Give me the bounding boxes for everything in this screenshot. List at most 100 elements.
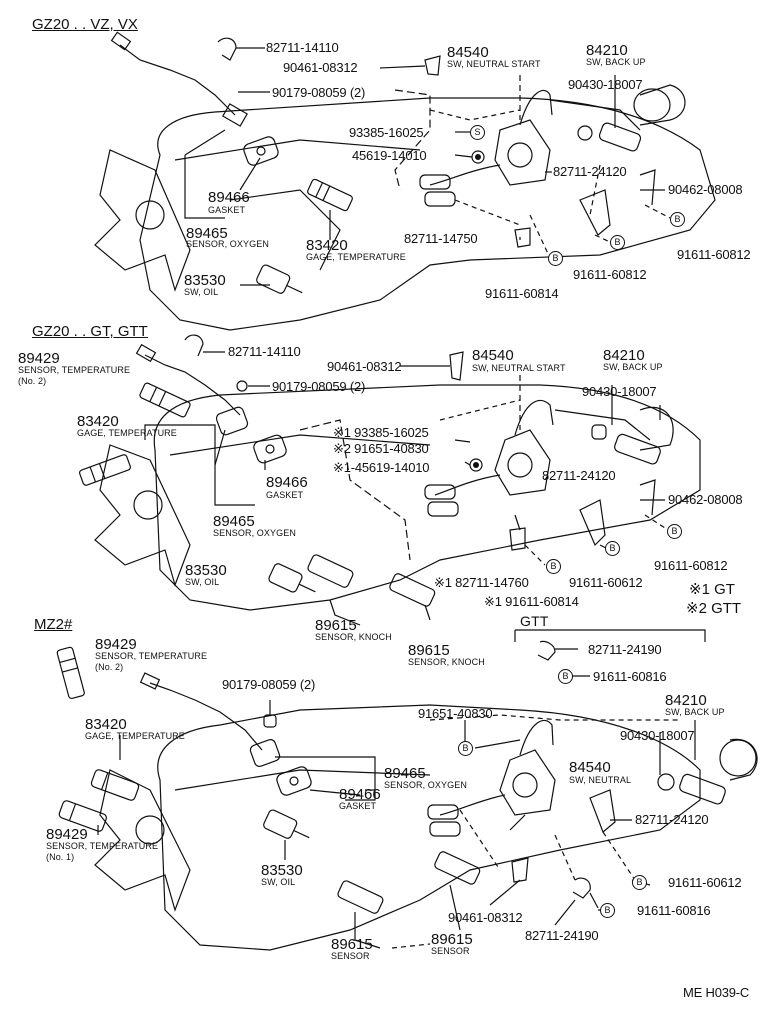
desc-83530: SW, OIL [185, 577, 220, 587]
part-90430-18007: 90430-18007 [582, 384, 657, 399]
oxygen-sensor-wire-1 [119, 44, 236, 116]
desc-84210: SW, BACK UP [603, 362, 663, 372]
desc-84210: SW, BACK UP [586, 57, 646, 67]
part-89466: 89466 [266, 474, 308, 491]
part-90461-08312: 90461-08312 [448, 910, 523, 925]
badge-b: B [632, 875, 647, 890]
part-89615: 89615 [408, 642, 450, 659]
part-91611-60814: 91611-60814 [485, 286, 559, 301]
desc-89429: SENSOR, TEMPERATURE [95, 651, 208, 661]
part-90462-08008: 90462-08008 [668, 182, 743, 197]
part-82711-14750: 82711-14750 [404, 231, 478, 246]
part-82711-24120: 82711-24120 [542, 468, 616, 483]
badge-b: B [667, 524, 682, 539]
part-82711-24190: 82711-24190 [525, 928, 599, 943]
part-91611-60816: 91611-60816 [593, 669, 667, 684]
desc-84540: SW, NEUTRAL START [447, 59, 541, 69]
part-82711-14110: 82711-14110 [228, 344, 301, 359]
part-90179-08059: 90179-08059 (2) [272, 85, 366, 100]
part-84540: 84540 [472, 347, 514, 364]
part-83420: 83420 [77, 413, 119, 430]
section-title-gz20-vz-vx: GZ20 . . VZ, VX [32, 16, 138, 33]
desc-89429: SENSOR, TEMPERATURE [46, 841, 159, 851]
part-84210: 84210 [586, 42, 628, 59]
part-45619-14010: 45619-14010 [352, 148, 427, 163]
part-89615: 89615 [431, 931, 473, 948]
part-91611-60612: 91611-60612 [668, 875, 742, 890]
part-84540: 84540 [569, 759, 611, 776]
badge-b: B [548, 251, 563, 266]
oxygen-sensor-wire-3 [149, 682, 263, 751]
desc-89429: SENSOR, TEMPERATURE [18, 365, 131, 375]
part-82711-24120: 82711-24120 [635, 812, 709, 827]
badge-b: B [610, 235, 625, 250]
part-83530: 83530 [184, 272, 226, 289]
engine-outline-3 [157, 704, 701, 951]
desc-84210: SW, BACK UP [665, 707, 725, 717]
part-93385-16025: 93385-16025 [349, 125, 424, 140]
part-83420: 83420 [85, 716, 127, 733]
part-91611-60612: 91611-60612 [569, 575, 643, 590]
desc-83420: GAGE, TEMPERATURE [85, 731, 185, 741]
part-91611-60812: 91611-60812 [677, 247, 751, 262]
fan-1 [94, 149, 191, 292]
part-84540: 84540 [447, 44, 489, 61]
part-91651-40830: 91651-40830 [418, 706, 493, 721]
desc-89466: GASKET [339, 801, 377, 811]
part-89465: 89465 [213, 513, 255, 530]
desc-89429-no1: (No. 1) [46, 852, 75, 862]
part-89429: 89429 [95, 636, 137, 653]
part-91651-40830: ※2 91651-40830 [333, 441, 429, 456]
desc-89615: SENSOR [331, 951, 370, 961]
badge-b: B [458, 741, 473, 756]
fan-3 [94, 769, 191, 912]
desc-89429-no2: (No. 2) [18, 376, 47, 386]
section-title-mz2: MZ2# [34, 616, 73, 633]
part-45619-14010: ※1-45619-14010 [333, 460, 430, 475]
part-82711-14760: ※1 82711-14760 [434, 575, 529, 590]
desc-89429-no2: (No. 2) [95, 662, 124, 672]
part-90462-08008: 90462-08008 [668, 492, 743, 507]
part-91611-60812: 91611-60812 [573, 267, 647, 282]
badge-s: S [470, 125, 485, 140]
part-82711-24120: 82711-24120 [553, 164, 627, 179]
desc-83530: SW, OIL [261, 877, 296, 887]
badge-b: B [605, 541, 620, 556]
oxygen-sensor-wire-2 [144, 354, 241, 416]
part-89465: 89465 [384, 765, 426, 782]
desc-83530: SW, OIL [184, 287, 219, 297]
engine-outline-1 [139, 97, 716, 331]
diagram-code: ME H039-C [683, 985, 750, 1000]
part-89615: 89615 [315, 617, 357, 634]
part-89429: 89429 [18, 350, 60, 367]
part-83420: 83420 [306, 237, 348, 254]
desc-89466: GASKET [208, 205, 246, 215]
desc-83420: GAGE, TEMPERATURE [306, 252, 406, 262]
part-84210: 84210 [603, 347, 645, 364]
part-90179-08059: 90179-08059 (2) [272, 379, 366, 394]
badge-b: B [558, 669, 573, 684]
part-90430-18007: 90430-18007 [568, 77, 643, 92]
part-91611-60814: ※1 91611-60814 [484, 594, 579, 609]
desc-89465: SENSOR, OXYGEN [384, 780, 467, 790]
part-89466: 89466 [208, 189, 250, 206]
legend-gt: ※1 GT [689, 581, 735, 598]
legend-gtt: ※2 GTT [686, 600, 742, 617]
part-93385-16025: ※1 93385-16025 [333, 425, 429, 440]
desc-89466: GASKET [266, 490, 304, 500]
desc-89615: SENSOR, KNOCH [408, 657, 485, 667]
part-90461-08312: 90461-08312 [327, 359, 402, 374]
desc-83420: GAGE, TEMPERATURE [77, 428, 177, 438]
part-83530: 83530 [261, 862, 303, 879]
part-91611-60812: 91611-60812 [654, 558, 728, 573]
engine-outline-2 [153, 384, 701, 611]
part-89465: 89465 [186, 225, 228, 242]
desc-89465: SENSOR, OXYGEN [213, 528, 296, 538]
part-89429: 89429 [46, 826, 88, 843]
part-89615: 89615 [331, 936, 373, 953]
desc-84540: SW, NEUTRAL START [472, 363, 566, 373]
desc-84540: SW, NEUTRAL [569, 775, 632, 785]
badge-b: B [670, 212, 685, 227]
desc-89615: SENSOR, KNOCH [315, 632, 392, 642]
